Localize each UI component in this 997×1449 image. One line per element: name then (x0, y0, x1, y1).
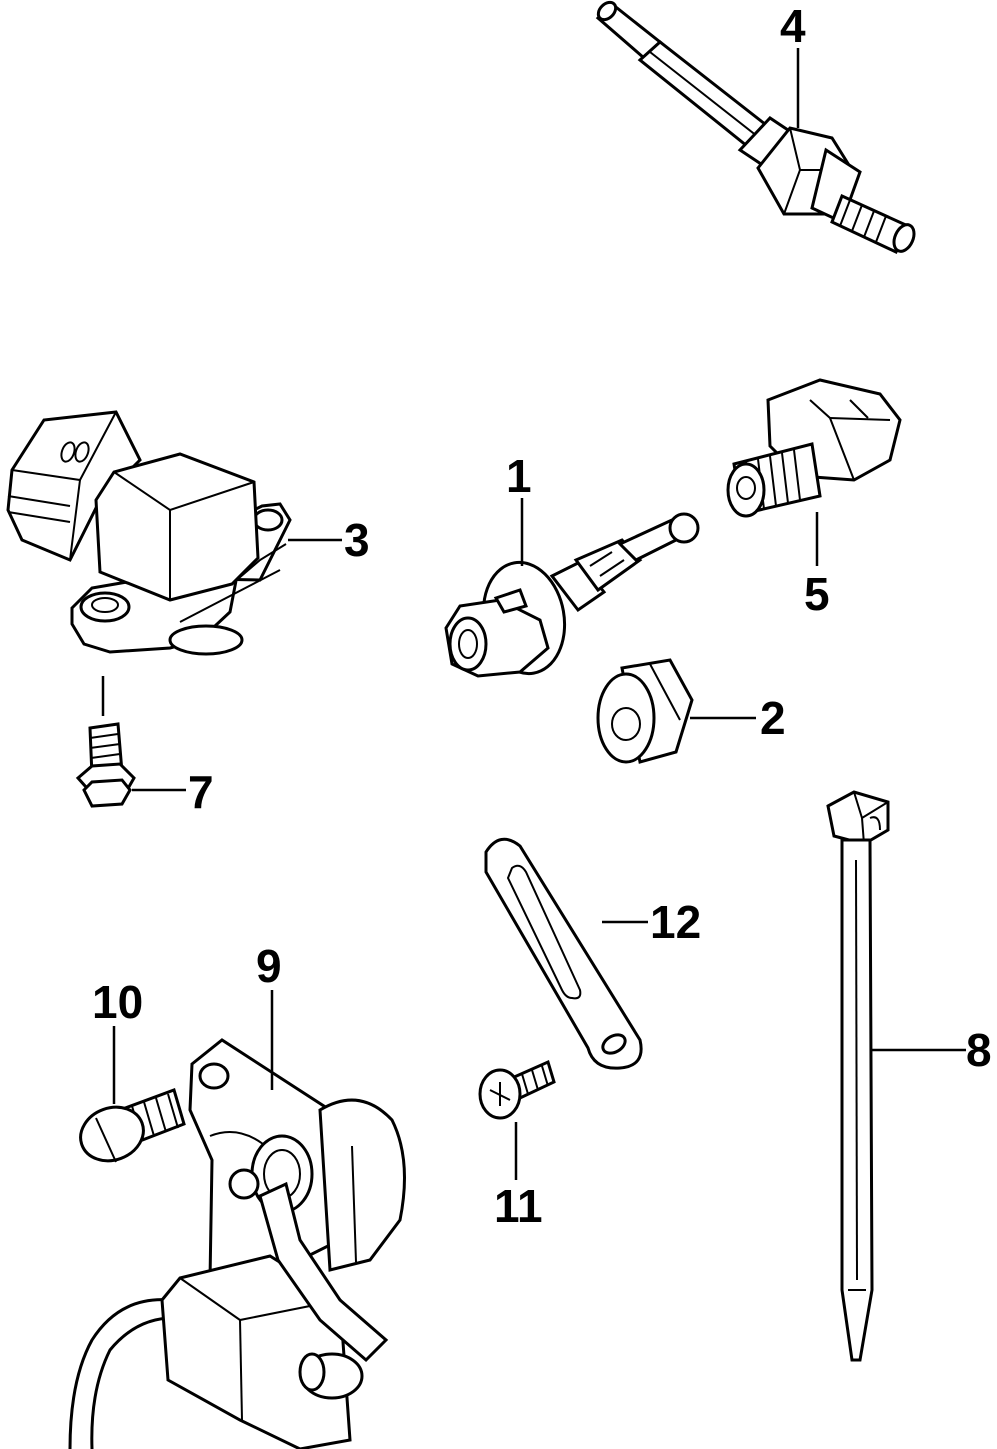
part-1-sensor-plug (444, 512, 700, 678)
part-2-grommet (596, 658, 694, 764)
callout-12: 12 (650, 896, 701, 948)
callout-5: 5 (804, 568, 830, 620)
callout-9: 9 (256, 940, 282, 992)
part-7-flange-bolt (75, 676, 136, 808)
part-8-cable-tie (826, 790, 890, 1362)
part-3-sensor-module (6, 410, 292, 656)
callout-8: 8 (966, 1024, 992, 1076)
callout-10: 10 (92, 976, 143, 1028)
part-11-screw (478, 1059, 556, 1120)
callout-1: 1 (506, 450, 532, 502)
part-4-sensor-with-cable (595, 0, 916, 254)
part-9-mounting-sensor (68, 1038, 406, 1449)
part-12-slotted-strap (484, 837, 643, 1070)
callout-7: 7 (188, 766, 214, 818)
part-5-threaded-sensor (726, 378, 902, 518)
part-10-bolt (79, 1088, 186, 1163)
callout-4: 4 (780, 0, 806, 52)
callout-11: 11 (494, 1180, 543, 1232)
callout-3: 3 (344, 514, 370, 566)
callout-2: 2 (760, 692, 786, 744)
